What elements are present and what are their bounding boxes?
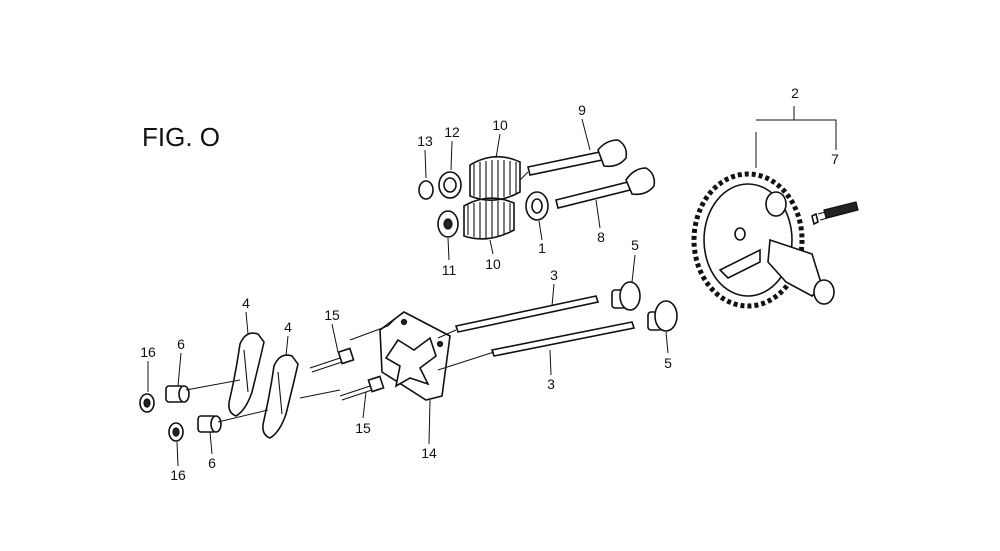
callout-5-top: 5 bbox=[631, 237, 639, 253]
figure-title: FIG. O bbox=[142, 122, 220, 152]
part-7-pin bbox=[811, 201, 859, 226]
assembly-lines bbox=[185, 106, 837, 423]
part-6-pivot-bottom bbox=[197, 415, 222, 433]
callout-5-bottom: 5 bbox=[664, 355, 672, 371]
callout-15-bottom: 15 bbox=[355, 420, 371, 436]
part-5-lifter-bottom bbox=[647, 300, 678, 332]
part-4-rocker-arm-right bbox=[262, 354, 299, 439]
callout-8: 8 bbox=[597, 229, 605, 245]
part-10-spring-top bbox=[469, 155, 521, 201]
part-6-pivot-top bbox=[165, 385, 190, 403]
callout-16-top: 16 bbox=[140, 344, 156, 360]
part-3-pushrod-top bbox=[454, 295, 600, 333]
callout-10-bottom: 10 bbox=[485, 256, 501, 272]
callout-1: 1 bbox=[538, 240, 546, 256]
callout-3-top: 3 bbox=[550, 267, 558, 283]
callout-4-left: 4 bbox=[242, 295, 250, 311]
part-13-ring bbox=[418, 180, 434, 200]
callout-9: 9 bbox=[578, 102, 586, 118]
part-1-washer bbox=[525, 191, 549, 221]
callout-6-bottom: 6 bbox=[208, 455, 216, 471]
callout-15-top: 15 bbox=[324, 307, 340, 323]
part-9-valve bbox=[527, 139, 628, 176]
part-16-nut-top bbox=[139, 393, 155, 413]
part-16-nut-bottom bbox=[168, 422, 184, 442]
part-15-stud-bottom bbox=[339, 375, 385, 401]
part-2-camshaft-gear bbox=[691, 171, 835, 309]
part-8-valve bbox=[555, 167, 656, 209]
callout-3-bottom: 3 bbox=[547, 376, 555, 392]
part-12-retainer bbox=[438, 171, 462, 199]
callout-10-top: 10 bbox=[492, 117, 508, 133]
part-3-pushrod-bottom bbox=[490, 321, 636, 357]
part-11-retainer bbox=[437, 210, 459, 238]
callout-14: 14 bbox=[421, 445, 437, 461]
callout-7: 7 bbox=[831, 151, 839, 167]
callout-16-bottom: 16 bbox=[170, 467, 186, 483]
callout-13: 13 bbox=[417, 133, 433, 149]
callout-11: 11 bbox=[442, 262, 457, 278]
part-4-rocker-arm-left bbox=[228, 332, 265, 417]
part-10-spring-bottom bbox=[463, 197, 515, 240]
callout-4-right: 4 bbox=[284, 319, 292, 335]
callout-6-top: 6 bbox=[177, 336, 185, 352]
part-15-stud-top bbox=[309, 347, 355, 373]
callout-2: 2 bbox=[791, 85, 799, 101]
callout-leaders bbox=[147, 118, 669, 467]
callout-12: 12 bbox=[444, 124, 460, 140]
part-14-guide-plate bbox=[379, 311, 451, 401]
part-5-lifter-top bbox=[611, 281, 641, 311]
